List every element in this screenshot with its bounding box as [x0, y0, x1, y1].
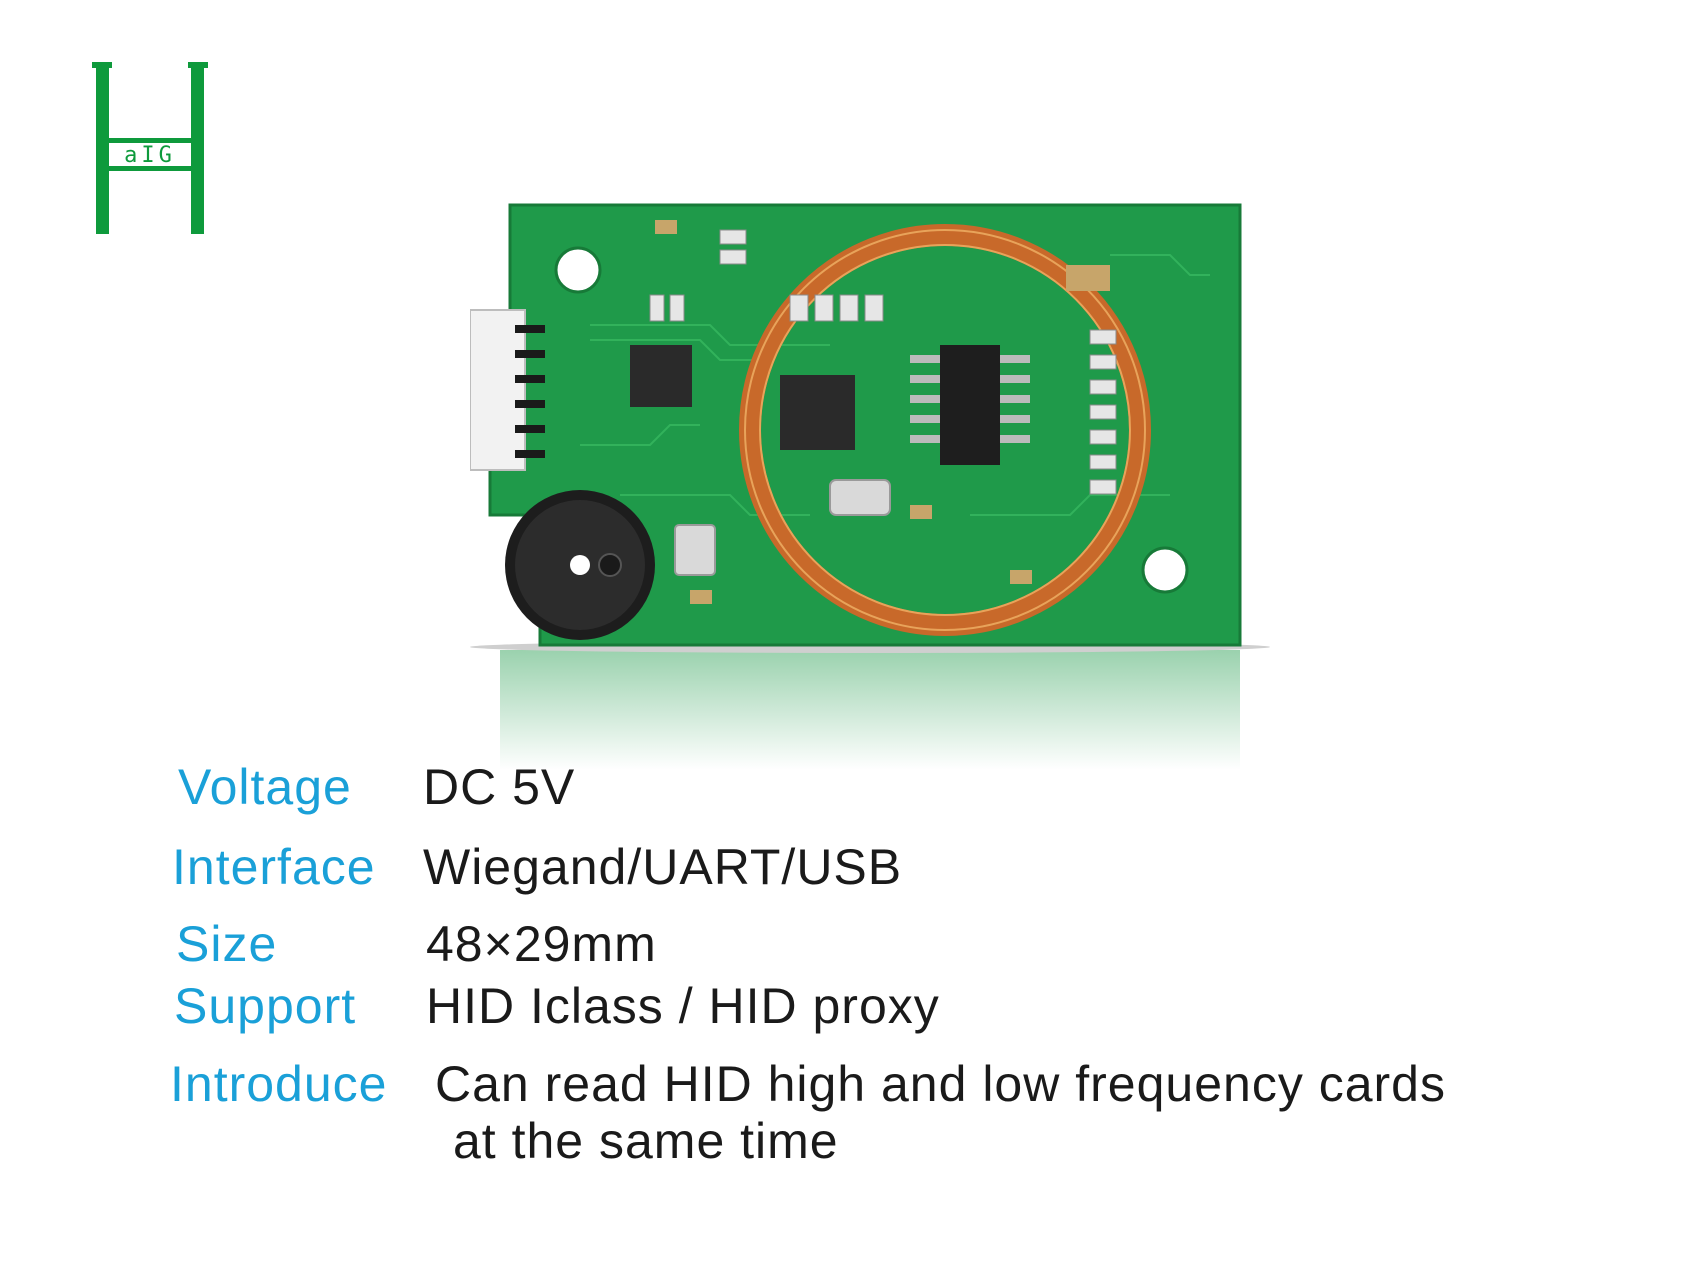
spec-label-introduce: Introduce [170, 1056, 388, 1112]
spec-value-size: 48×29mm [426, 916, 657, 972]
spec-label-interface: Interface [172, 839, 376, 895]
spec-value-support: HID Iclass / HID proxy [426, 978, 940, 1034]
logo-text: aIG [124, 143, 176, 168]
spec-value-voltage: DC 5V [423, 759, 576, 815]
spec-label-voltage: Voltage [178, 759, 352, 815]
spec-label-support: Support [174, 978, 357, 1034]
rfid-reader-board-image [470, 203, 1270, 770]
spec-label-size: Size [176, 916, 278, 972]
spec-value-interface: Wiegand/UART/USB [423, 839, 903, 895]
spec-value-introduce-line2: at the same time [453, 1113, 839, 1169]
spec-value-introduce-line1: Can read HID high and low frequency card… [435, 1056, 1446, 1112]
brand-logo: aIG [92, 62, 208, 234]
